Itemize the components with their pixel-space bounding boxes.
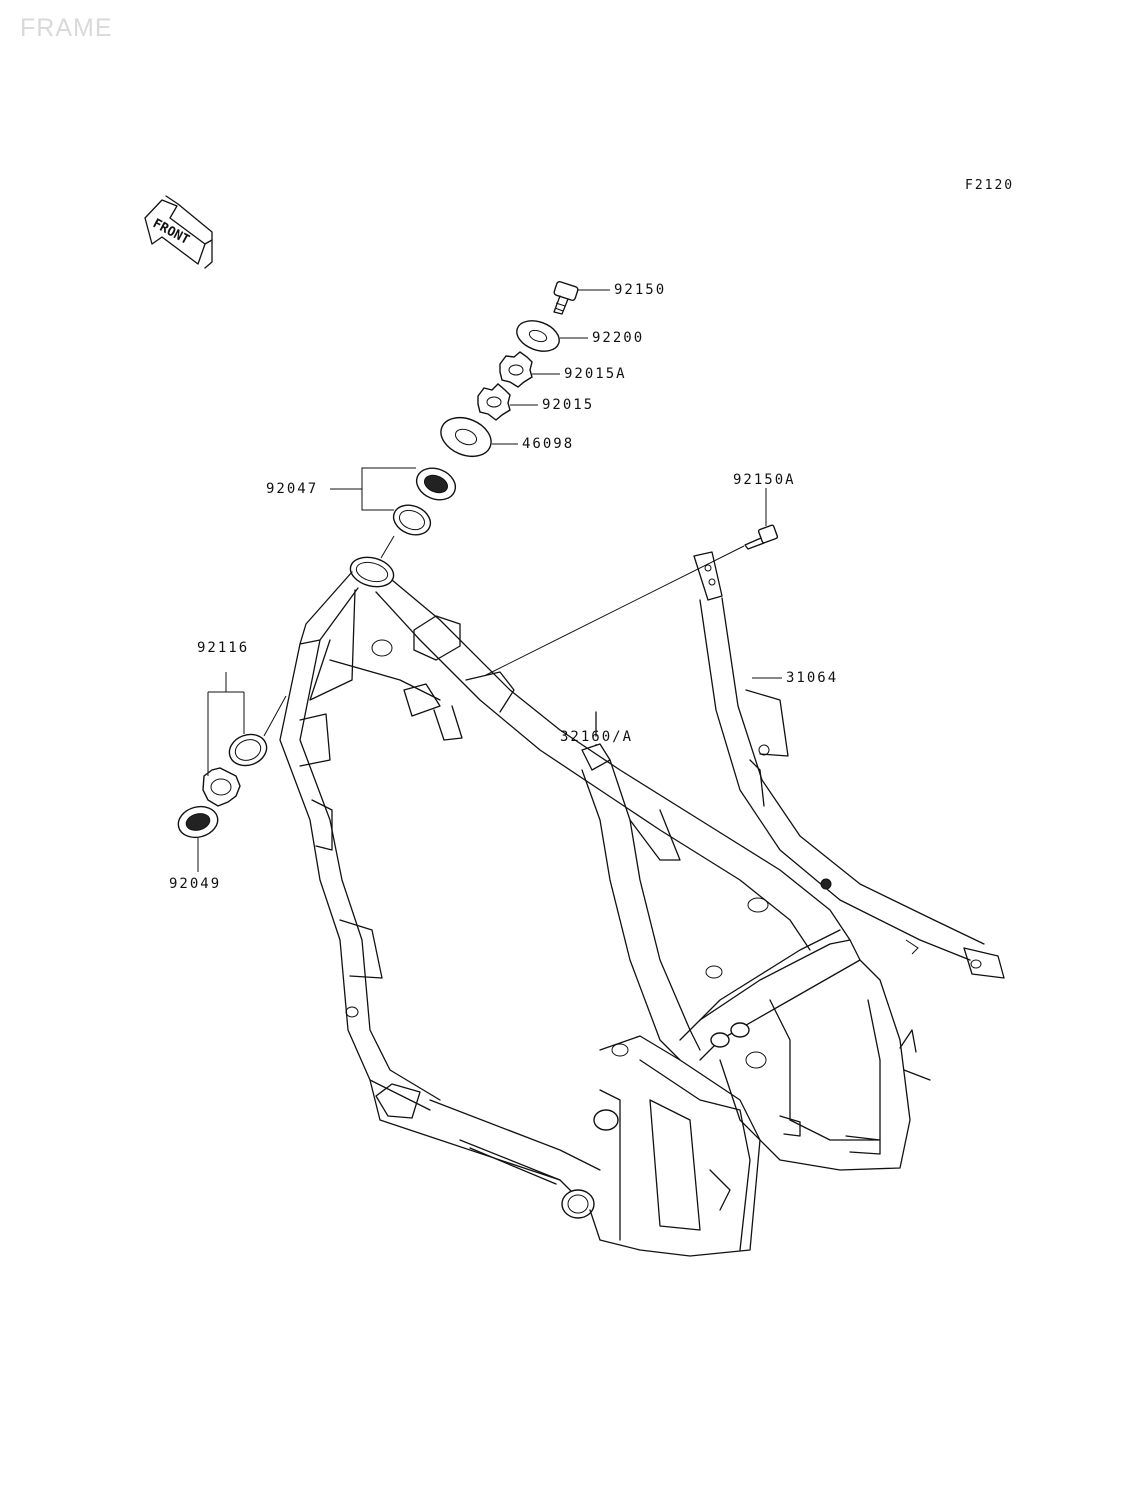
rear-tube-31064 bbox=[693, 551, 1005, 979]
part-label-92049: 92049 bbox=[169, 876, 222, 892]
part-label-92150a: 92150A bbox=[733, 472, 796, 488]
part-label-92200: 92200 bbox=[592, 330, 645, 346]
part-label-31064: 31064 bbox=[786, 670, 839, 686]
bolt-92150a bbox=[744, 524, 779, 550]
part-label-92047: 92047 bbox=[266, 481, 319, 497]
part-label-92015a: 92015A bbox=[564, 366, 627, 382]
section-title: FRAME bbox=[20, 14, 113, 42]
part-label-92015: 92015 bbox=[542, 397, 595, 413]
front-arrow-icon: FRONT bbox=[144, 195, 213, 269]
part-label-46098: 46098 bbox=[522, 436, 575, 452]
part-label-32160a: 32160/A bbox=[560, 729, 634, 745]
main-frame bbox=[279, 535, 931, 1257]
bolt-92150 bbox=[553, 281, 579, 315]
part-label-92116: 92116 bbox=[197, 640, 250, 656]
figure-code: F2120 bbox=[965, 178, 1015, 193]
part-label-92150: 92150 bbox=[614, 282, 667, 298]
